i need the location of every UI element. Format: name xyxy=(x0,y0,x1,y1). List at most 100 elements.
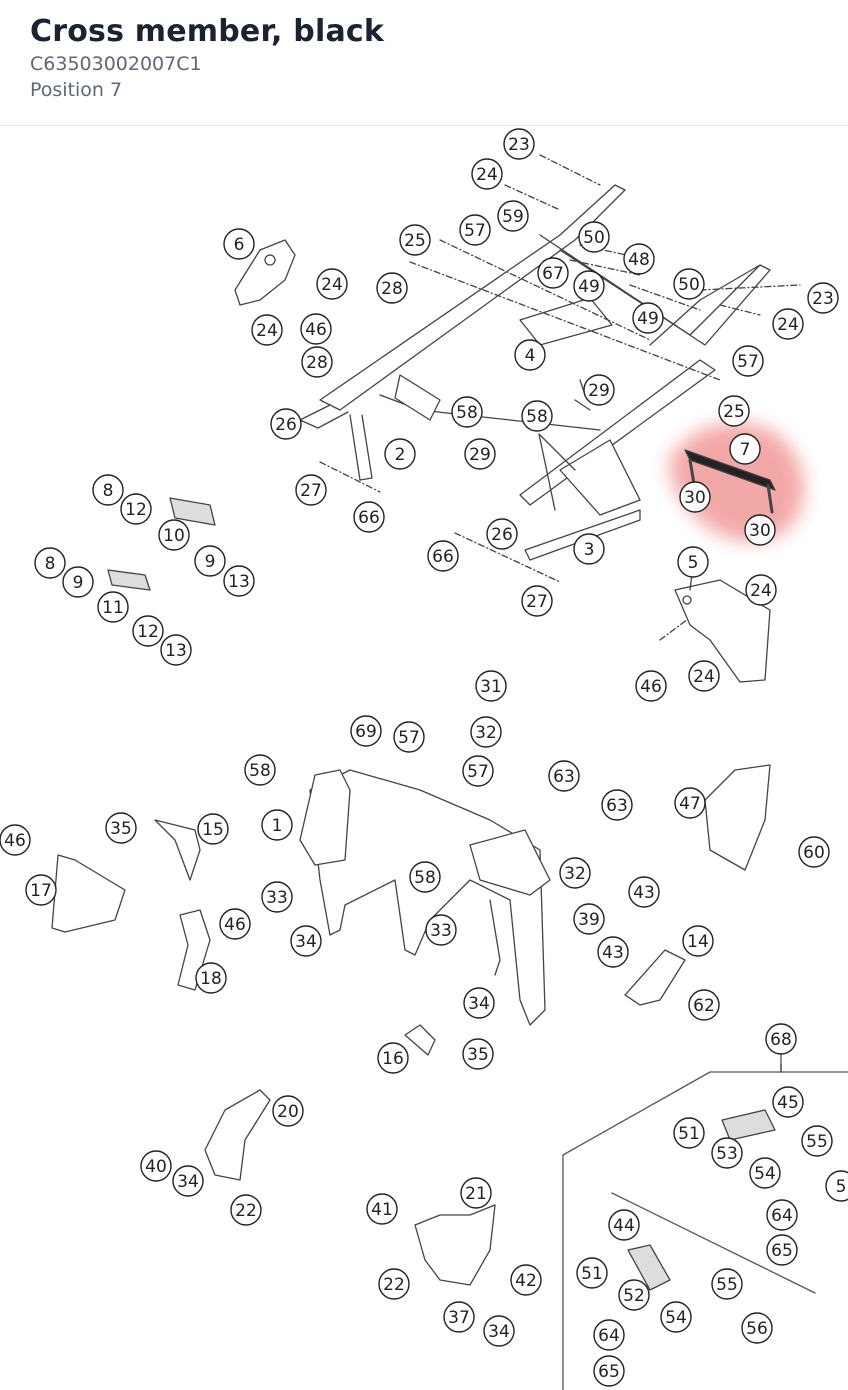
callout-57[interactable]: 57 xyxy=(462,755,494,787)
callout-43[interactable]: 43 xyxy=(597,936,629,968)
callout-24[interactable]: 24 xyxy=(745,574,777,606)
callout-47[interactable]: 47 xyxy=(674,787,706,819)
callout-65[interactable]: 65 xyxy=(766,1234,798,1266)
callout-46[interactable]: 46 xyxy=(0,824,31,856)
callout-1[interactable]: 1 xyxy=(261,809,293,841)
callout-63[interactable]: 63 xyxy=(548,760,580,792)
callout-66[interactable]: 66 xyxy=(427,540,459,572)
callout-7[interactable]: 7 xyxy=(729,433,761,465)
callout-57[interactable]: 57 xyxy=(732,345,764,377)
callout-45[interactable]: 45 xyxy=(772,1086,804,1118)
callout-24[interactable]: 24 xyxy=(688,660,720,692)
callout-64[interactable]: 64 xyxy=(593,1319,625,1351)
callout-3[interactable]: 3 xyxy=(573,533,605,565)
callout-22[interactable]: 22 xyxy=(230,1194,262,1226)
callout-29[interactable]: 29 xyxy=(583,374,615,406)
callout-24[interactable]: 24 xyxy=(772,308,804,340)
callout-8[interactable]: 8 xyxy=(92,474,124,506)
callout-63[interactable]: 63 xyxy=(601,789,633,821)
callout-18[interactable]: 18 xyxy=(195,962,227,994)
callout-57[interactable]: 57 xyxy=(393,721,425,753)
callout-13[interactable]: 13 xyxy=(160,634,192,666)
callout-11[interactable]: 11 xyxy=(97,591,129,623)
callout-50[interactable]: 50 xyxy=(578,221,610,253)
callout-27[interactable]: 27 xyxy=(295,474,327,506)
callout-54[interactable]: 54 xyxy=(749,1157,781,1189)
callout-53[interactable]: 53 xyxy=(711,1137,743,1169)
callout-28[interactable]: 28 xyxy=(301,346,333,378)
callout-39[interactable]: 39 xyxy=(573,903,605,935)
callout-9[interactable]: 9 xyxy=(62,566,94,598)
callout-34[interactable]: 34 xyxy=(172,1165,204,1197)
callout-24[interactable]: 24 xyxy=(316,268,348,300)
callout-29[interactable]: 29 xyxy=(464,438,496,470)
selected-part-highlight[interactable] xyxy=(669,422,805,542)
callout-44[interactable]: 44 xyxy=(608,1209,640,1241)
callout-49[interactable]: 49 xyxy=(573,270,605,302)
callout-60[interactable]: 60 xyxy=(798,836,830,868)
callout-16[interactable]: 16 xyxy=(377,1042,409,1074)
callout-12[interactable]: 12 xyxy=(132,615,164,647)
callout-22[interactable]: 22 xyxy=(378,1268,410,1300)
callout-48[interactable]: 48 xyxy=(623,243,655,275)
callout-51[interactable]: 51 xyxy=(673,1117,705,1149)
callout-2[interactable]: 2 xyxy=(384,438,416,470)
callout-58[interactable]: 58 xyxy=(451,396,483,428)
callout-21[interactable]: 21 xyxy=(460,1177,492,1209)
callout-50[interactable]: 50 xyxy=(673,268,705,300)
callout-4[interactable]: 4 xyxy=(514,339,546,371)
callout-35[interactable]: 35 xyxy=(462,1038,494,1070)
callout-40[interactable]: 40 xyxy=(140,1150,172,1182)
callout-33[interactable]: 33 xyxy=(261,881,293,913)
callout-69[interactable]: 69 xyxy=(350,715,382,747)
callout-55[interactable]: 55 xyxy=(801,1125,833,1157)
callout-62[interactable]: 62 xyxy=(688,989,720,1021)
callout-43[interactable]: 43 xyxy=(628,876,660,908)
callout-24[interactable]: 24 xyxy=(251,314,283,346)
callout-54[interactable]: 54 xyxy=(660,1301,692,1333)
callout-42[interactable]: 42 xyxy=(510,1264,542,1296)
callout-32[interactable]: 32 xyxy=(559,857,591,889)
callout-14[interactable]: 14 xyxy=(682,925,714,957)
callout-67[interactable]: 67 xyxy=(537,257,569,289)
callout-9[interactable]: 9 xyxy=(194,545,226,577)
callout-25[interactable]: 25 xyxy=(718,395,750,427)
callout-49[interactable]: 49 xyxy=(632,302,664,334)
callout-30[interactable]: 30 xyxy=(679,481,711,513)
callout-64[interactable]: 64 xyxy=(766,1199,798,1231)
callout-30[interactable]: 30 xyxy=(744,514,776,546)
callout-5[interactable]: 5 xyxy=(825,1170,848,1202)
callout-68[interactable]: 68 xyxy=(765,1023,797,1055)
callout-58[interactable]: 58 xyxy=(521,400,553,432)
callout-13[interactable]: 13 xyxy=(223,565,255,597)
callout-59[interactable]: 59 xyxy=(497,200,529,232)
callout-31[interactable]: 31 xyxy=(475,670,507,702)
callout-8[interactable]: 8 xyxy=(34,547,66,579)
callout-10[interactable]: 10 xyxy=(158,519,190,551)
callout-56[interactable]: 56 xyxy=(741,1312,773,1344)
callout-46[interactable]: 46 xyxy=(300,313,332,345)
callout-33[interactable]: 33 xyxy=(425,914,457,946)
callout-35[interactable]: 35 xyxy=(105,812,137,844)
callout-17[interactable]: 17 xyxy=(25,874,57,906)
callout-32[interactable]: 32 xyxy=(470,716,502,748)
callout-58[interactable]: 58 xyxy=(244,754,276,786)
callout-34[interactable]: 34 xyxy=(290,925,322,957)
callout-52[interactable]: 52 xyxy=(618,1279,650,1311)
callout-26[interactable]: 26 xyxy=(486,518,518,550)
callout-27[interactable]: 27 xyxy=(521,585,553,617)
callout-55[interactable]: 55 xyxy=(711,1268,743,1300)
callout-15[interactable]: 15 xyxy=(197,813,229,845)
callout-46[interactable]: 46 xyxy=(219,908,251,940)
callout-20[interactable]: 20 xyxy=(272,1095,304,1127)
callout-23[interactable]: 23 xyxy=(503,128,535,160)
callout-23[interactable]: 23 xyxy=(807,282,839,314)
callout-6[interactable]: 6 xyxy=(223,228,255,260)
callout-34[interactable]: 34 xyxy=(463,987,495,1019)
callout-28[interactable]: 28 xyxy=(376,272,408,304)
callout-5[interactable]: 5 xyxy=(677,546,709,578)
callout-26[interactable]: 26 xyxy=(270,408,302,440)
callout-34[interactable]: 34 xyxy=(483,1315,515,1347)
callout-58[interactable]: 58 xyxy=(409,861,441,893)
callout-25[interactable]: 25 xyxy=(399,224,431,256)
